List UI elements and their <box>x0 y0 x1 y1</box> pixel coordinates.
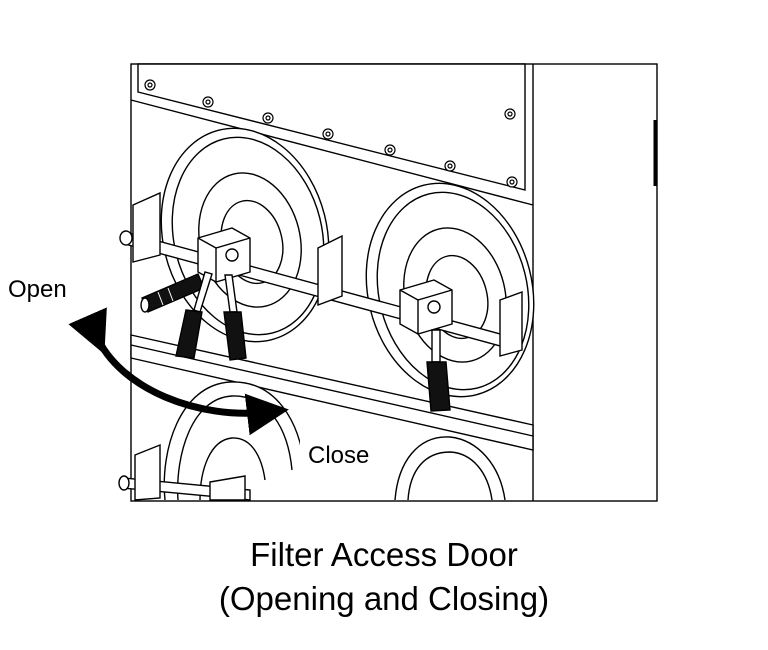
mask-behind-close-label <box>300 436 394 476</box>
open-close-arrow <box>68 307 289 436</box>
caption-line-2: (Opening and Closing) <box>218 580 550 617</box>
clamp-block-right <box>399 279 453 335</box>
lower-crossbar <box>118 443 251 501</box>
figure-caption: Filter Access Door (Opening and Closing) <box>0 533 768 621</box>
filter-cartridge-lower-right <box>394 436 506 501</box>
panel-bolts <box>144 79 518 188</box>
caption-line-1: Filter Access Door <box>250 536 518 573</box>
top-access-panel <box>130 63 534 206</box>
handle-vertical-right <box>426 329 451 412</box>
open-label: Open <box>8 276 67 303</box>
rod-brackets <box>132 191 523 357</box>
close-label: Close <box>308 442 370 469</box>
clamp-block-left <box>197 227 251 283</box>
